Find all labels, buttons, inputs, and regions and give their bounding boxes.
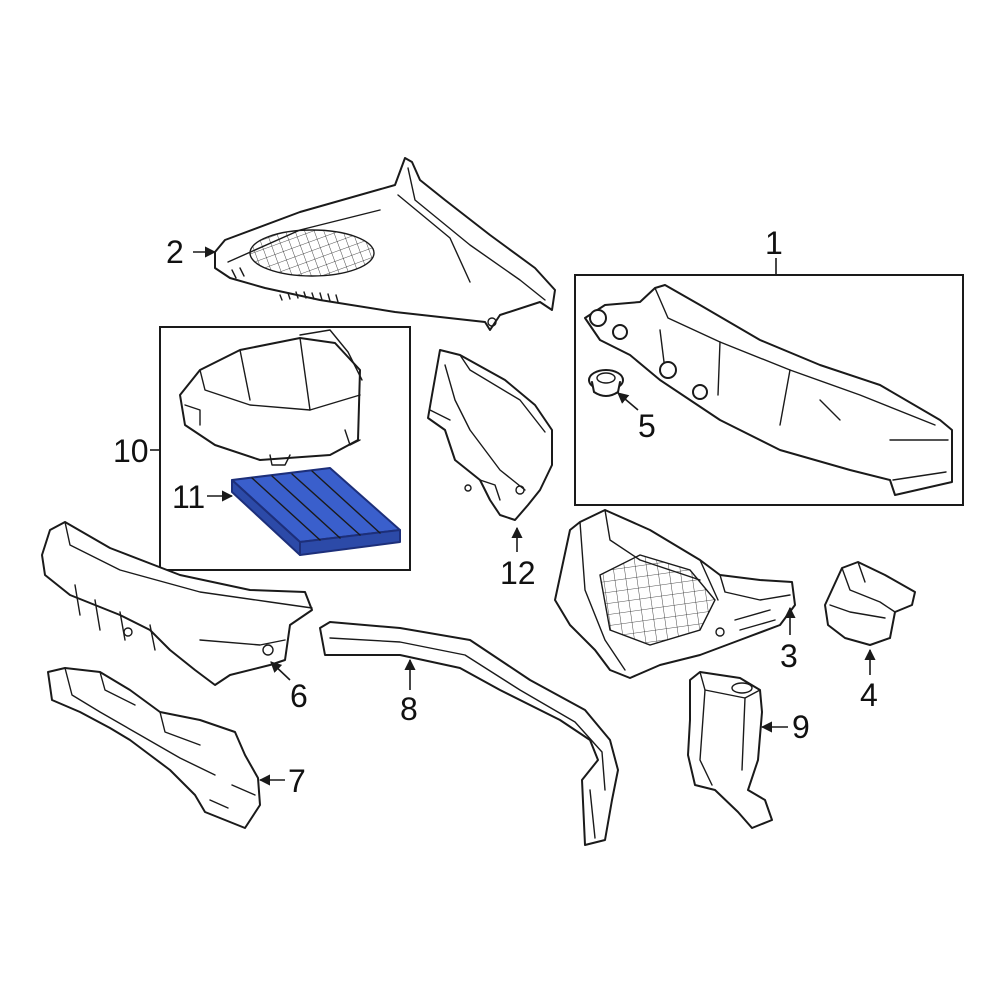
part-1-cowl-panel[interactable] [584, 284, 953, 496]
callout-3: 3 [780, 638, 798, 674]
part-8-seal-strip[interactable] [319, 621, 619, 846]
part-5-grommet[interactable] [588, 369, 624, 397]
part-4-duct-elbow[interactable] [824, 561, 916, 646]
part-1-frame [574, 274, 964, 506]
callout-11: 11 [172, 479, 205, 515]
part-6-deflector[interactable] [41, 521, 313, 686]
part-10-filter-housing[interactable] [179, 329, 363, 466]
part-7-bracket[interactable] [47, 667, 261, 829]
callout-7: 7 [288, 763, 306, 799]
part-3-plenum-box[interactable] [554, 509, 796, 679]
part-12-air-duct[interactable] [427, 349, 553, 521]
callout-10: 10 [113, 433, 149, 469]
callout-1: 1 [765, 225, 783, 261]
leader-5 [617, 392, 639, 411]
filter-front-face [231, 479, 301, 556]
callout-9: 9 [792, 709, 810, 745]
plenum-mesh [599, 554, 716, 646]
callout-12: 12 [500, 555, 536, 591]
part-9-air-inlet-duct[interactable] [687, 671, 773, 829]
callout-4: 4 [860, 677, 878, 713]
part-11-cabin-air-filter[interactable] [231, 467, 401, 556]
leader-6 [270, 661, 291, 681]
part-2-cowl-cover[interactable] [214, 157, 556, 331]
part-10-frame [159, 326, 411, 571]
callout-8: 8 [400, 691, 418, 727]
callout-5: 5 [638, 408, 656, 444]
callout-6: 6 [290, 678, 308, 714]
callout-2: 2 [166, 234, 184, 270]
